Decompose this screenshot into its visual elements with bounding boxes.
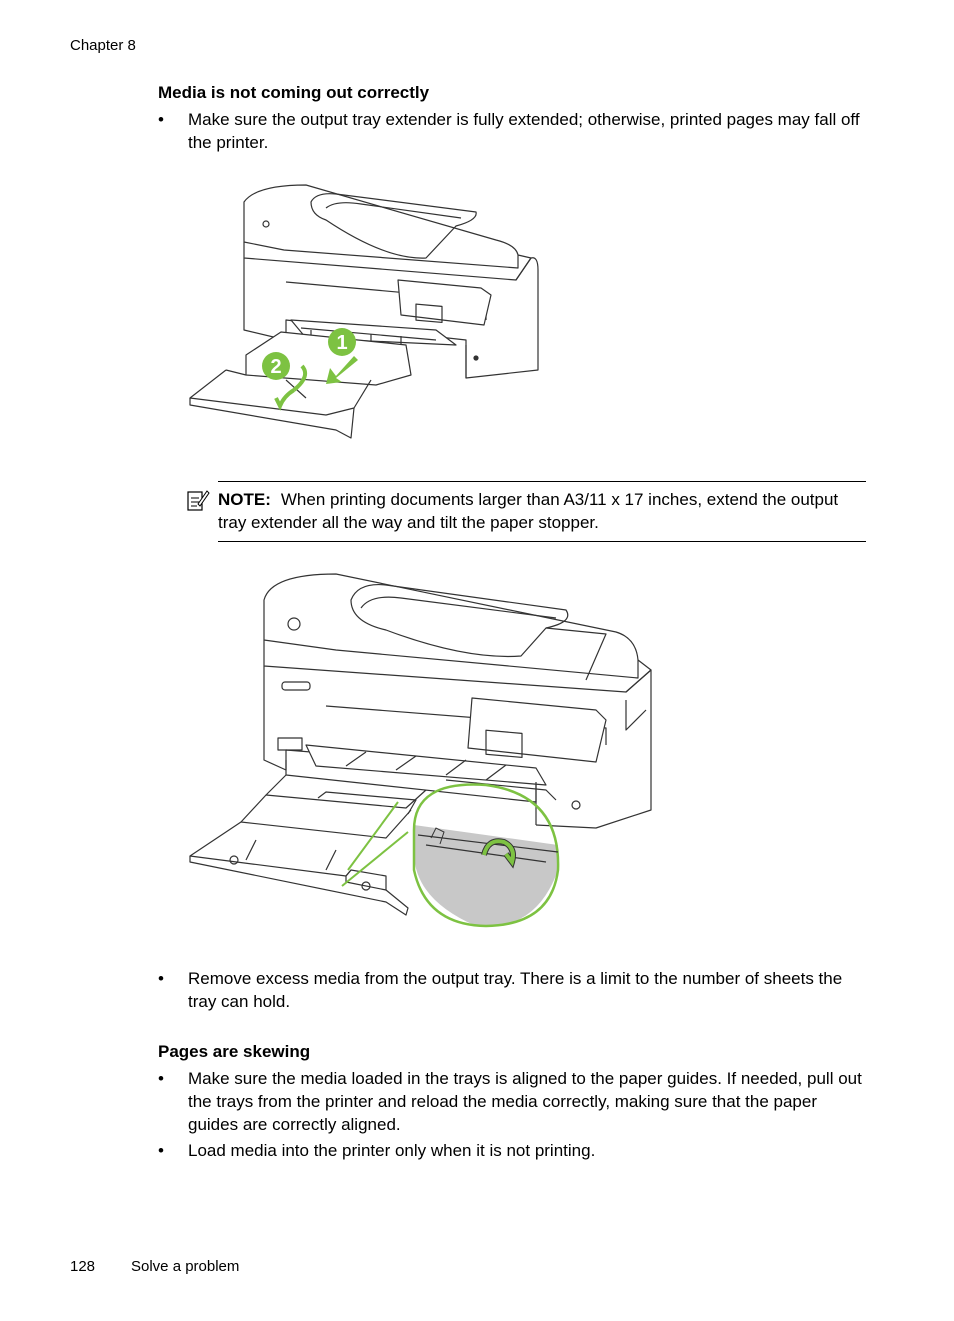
bullet-text: Remove excess media from the output tray… bbox=[188, 969, 843, 1011]
chapter-label: Chapter 8 bbox=[70, 37, 136, 54]
step-badge-1: 1 bbox=[328, 328, 356, 356]
list-item: • Remove excess media from the output tr… bbox=[158, 967, 870, 1013]
svg-text:2: 2 bbox=[270, 356, 281, 378]
bullet-dot: • bbox=[158, 1141, 164, 1160]
bullet-dot: • bbox=[158, 1069, 164, 1088]
bullet-dot: • bbox=[158, 969, 164, 988]
bullet-text: Load media into the printer only when it… bbox=[188, 1141, 596, 1160]
zoom-detail bbox=[341, 783, 560, 928]
note-pencil-icon bbox=[187, 490, 210, 511]
section-heading-skewing: Pages are skewing bbox=[158, 1042, 311, 1061]
green-arrow-icon bbox=[326, 356, 358, 384]
list-item: • Make sure the media loaded in the tray… bbox=[158, 1067, 870, 1136]
svg-text:1: 1 bbox=[336, 332, 347, 354]
note-text: When printing documents larger than A3/1… bbox=[218, 490, 839, 532]
list-item: • Load media into the printer only when … bbox=[158, 1139, 870, 1162]
bullet-text: Make sure the media loaded in the trays … bbox=[188, 1069, 862, 1134]
bullet-dot: • bbox=[158, 110, 164, 129]
list-item: • Make sure the output tray extender is … bbox=[158, 108, 870, 154]
printer-tray-extender-illustration: 1 2 bbox=[189, 184, 539, 439]
note-label: NOTE: bbox=[218, 490, 271, 509]
step-badge-2: 2 bbox=[262, 352, 290, 380]
bullet-text: Make sure the output tray extender is fu… bbox=[188, 110, 860, 152]
rotate-arrow-icon bbox=[482, 839, 515, 867]
rotate-arrow-icon bbox=[274, 364, 308, 411]
printer-paper-stopper-illustration bbox=[189, 573, 652, 928]
page-number: 128 bbox=[70, 1258, 96, 1275]
hp-logo-icon bbox=[287, 617, 301, 631]
section-heading-media: Media is not coming out correctly bbox=[158, 83, 430, 102]
note-box: NOTE:When printing documents larger than… bbox=[218, 481, 866, 542]
footer-section-title: Solve a problem bbox=[131, 1258, 240, 1275]
